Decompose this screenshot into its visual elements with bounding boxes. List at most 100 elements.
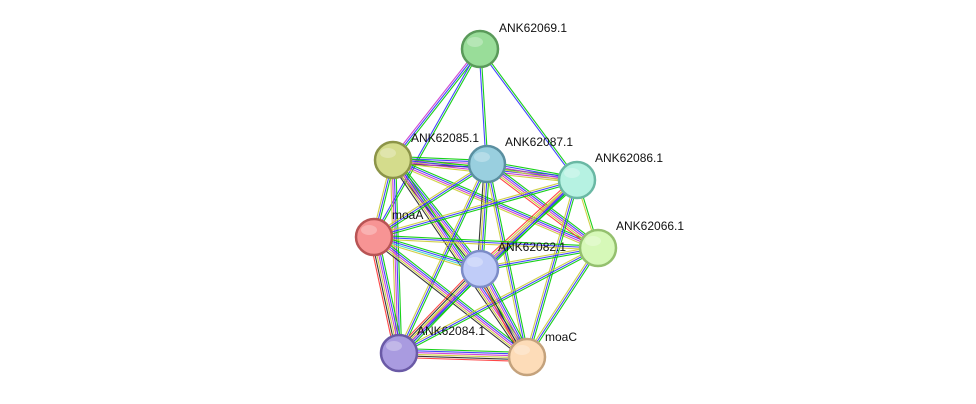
node-ank62087-1[interactable]: ANK62087.1 [467, 135, 573, 184]
edge-line [393, 49, 482, 162]
edge-ank62087-1-moaa [372, 162, 489, 239]
edge-line [372, 237, 527, 359]
edge-line [370, 237, 397, 354]
edge-ank62066-1-ank62084-1 [397, 245, 600, 356]
edge-line [373, 236, 528, 358]
edge-line [484, 164, 526, 358]
edge-line [477, 176, 575, 267]
edge-ank62069-1-ank62086-1 [478, 48, 579, 181]
edge-line [376, 236, 403, 353]
node-circle[interactable] [578, 228, 618, 268]
edge-line [488, 163, 530, 357]
node-label: ANK62085.1 [411, 131, 479, 145]
edge-line [478, 178, 577, 269]
edge-line [389, 161, 525, 360]
edge-line [399, 249, 600, 356]
node-highlight [585, 236, 601, 246]
edge-ank62069-1-moaa [372, 48, 482, 238]
edge-line [525, 246, 597, 357]
edge-line [377, 235, 404, 353]
node-highlight [474, 152, 490, 162]
edge-line [526, 247, 599, 358]
node-ank62085-1[interactable]: ANK62085.1 [373, 131, 479, 180]
edge-line [398, 247, 599, 354]
edge-line [373, 163, 488, 238]
node-circle[interactable] [354, 217, 394, 257]
edge-line [369, 237, 396, 355]
edge-line [372, 162, 487, 236]
edge-line [374, 49, 482, 238]
edge-line [398, 355, 527, 361]
node-label: ANK62086.1 [595, 151, 663, 165]
node-label: ANK62087.1 [505, 135, 573, 149]
node-highlight [467, 257, 483, 267]
node-label: ANK62082.1 [498, 240, 566, 254]
node-label: ANK62066.1 [616, 219, 684, 233]
edge-line [479, 245, 598, 268]
edge-ank62084-1-moac [398, 347, 528, 363]
node-highlight [380, 148, 396, 158]
node-ank62082-1[interactable]: ANK62082.1 [460, 240, 566, 289]
edge-line [398, 353, 527, 359]
edge-line [372, 48, 480, 237]
edge-line [397, 245, 598, 352]
edge-ank62082-1-ank62084-1 [395, 265, 484, 357]
edge-line [374, 181, 578, 240]
edge-line [399, 349, 528, 355]
node-circle[interactable] [507, 337, 547, 377]
node-moac[interactable]: moaC [507, 330, 577, 377]
node-moaa[interactable]: moaA [354, 208, 423, 257]
node-circle[interactable] [373, 140, 413, 180]
edge-line [395, 157, 484, 268]
edge-ank62069-1-ank62085-1 [391, 47, 482, 162]
node-circle[interactable] [557, 160, 597, 200]
node-ank62069-1[interactable]: ANK62069.1 [460, 21, 567, 69]
edges-layer [369, 47, 601, 363]
edge-line [399, 269, 482, 355]
edge-line [528, 248, 600, 359]
node-label: moaC [545, 330, 577, 344]
edge-line [399, 351, 528, 357]
node-highlight [467, 37, 483, 47]
edge-line [391, 47, 480, 160]
edge-line [373, 179, 578, 238]
node-circle[interactable] [460, 249, 500, 289]
edge-line [396, 266, 479, 352]
node-ank62066-1[interactable]: ANK62066.1 [578, 219, 684, 268]
edge-line [373, 177, 577, 236]
edge-line [393, 159, 401, 353]
node-ank62084-1[interactable]: ANK62084.1 [379, 324, 485, 373]
node-highlight [514, 345, 530, 355]
node-highlight [361, 225, 377, 235]
edge-line [395, 265, 478, 351]
edge-moaa-ank62084-1 [369, 235, 404, 355]
edge-line [374, 236, 401, 353]
node-circle[interactable] [379, 333, 419, 373]
edge-line [400, 270, 483, 356]
edge-line [373, 236, 599, 249]
edge-line [374, 234, 599, 247]
node-label: ANK62084.1 [417, 324, 485, 338]
edge-line [480, 249, 599, 272]
edge-line [486, 163, 599, 249]
edge-line [397, 267, 480, 353]
edge-line [374, 165, 489, 239]
node-circle[interactable] [460, 29, 500, 69]
edge-line [374, 235, 529, 357]
edge-ank62087-1-moac [484, 163, 530, 358]
edge-moaa-ank62066-1 [373, 234, 599, 251]
edge-line [487, 162, 600, 248]
edge-ank62086-1-moaa [373, 177, 578, 240]
edge-line [488, 160, 601, 246]
edge-line [486, 163, 528, 358]
edge-ank62066-1-ank62082-1 [479, 245, 599, 272]
node-label: ANK62069.1 [499, 21, 567, 35]
node-circle[interactable] [467, 144, 507, 184]
edge-line [401, 271, 484, 357]
edge-line [478, 49, 577, 181]
edge-line [479, 247, 599, 270]
node-ank62086-1[interactable]: ANK62086.1 [557, 151, 663, 200]
edge-line [480, 48, 579, 180]
